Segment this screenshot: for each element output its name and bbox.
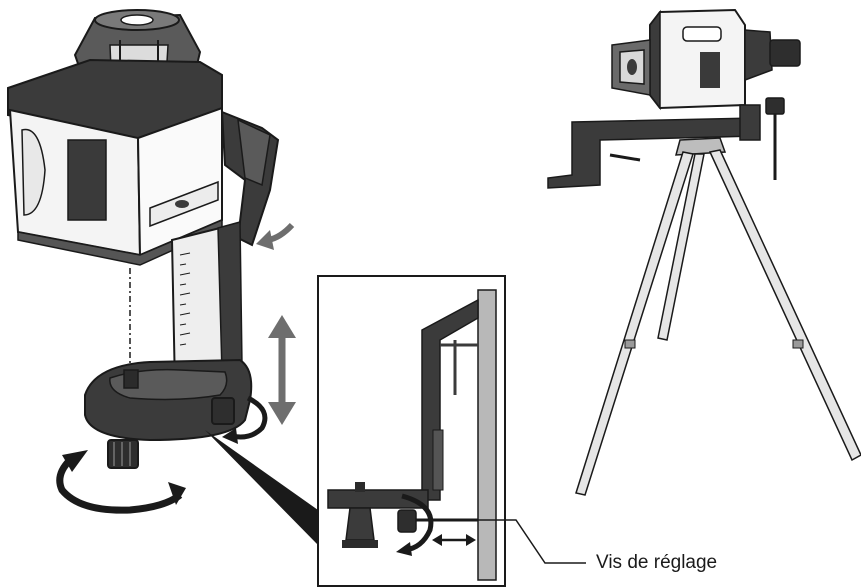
wall (477, 289, 497, 581)
rotate-arrow-icon (56, 450, 186, 514)
tripod-laser (611, 8, 801, 111)
wall-bracket (84, 110, 280, 469)
adjust-knob-side (211, 397, 235, 425)
curved-arrow-icon (256, 222, 295, 250)
column-scale (179, 252, 191, 346)
tripod-legs (575, 149, 861, 496)
callout-leader (476, 519, 586, 564)
zoom-wedge (205, 430, 318, 545)
detail-inset (317, 275, 506, 587)
horizontal-move-arrow-icon (432, 534, 476, 546)
tripod-assembly (547, 8, 861, 496)
adjustment-screw-label: Vis de réglage (596, 552, 718, 573)
adjust-knob-lower (107, 439, 139, 469)
adjustment-screw (397, 509, 417, 533)
vertical-move-arrow-icon (268, 315, 296, 425)
knob-rotate-arrow-icon (222, 395, 268, 444)
laser-body (7, 58, 223, 266)
laser-unit (7, 9, 223, 375)
base-screw (123, 369, 139, 389)
